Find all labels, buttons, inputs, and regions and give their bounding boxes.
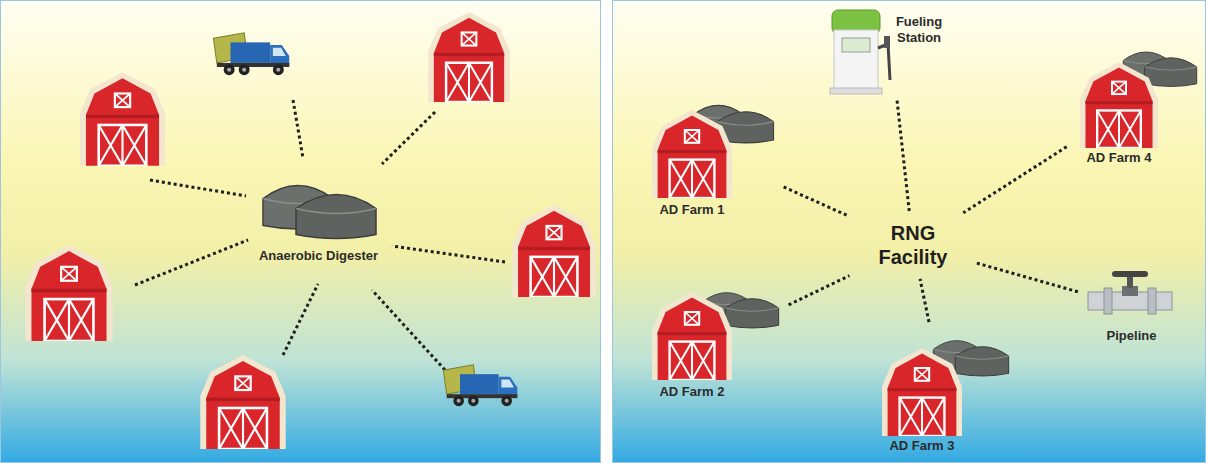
barn [512,205,596,297]
barn [200,355,285,449]
node-label: AD Farm 3 [874,438,970,454]
left-dotted-lines [135,100,505,370]
facility-node: RNG Facility [853,215,973,275]
dotted-connector [977,263,1079,292]
node-label: Anaerobic Digester [252,248,385,264]
pipeline-valve [1088,271,1172,314]
barn [652,110,732,198]
barn [882,348,962,436]
barn [652,292,732,380]
fuel-pump [830,10,890,94]
farm-node: AD Farm 3 [872,326,1015,458]
node-label: RNG Facility [861,221,965,269]
dotted-connector [920,279,929,322]
barn [428,12,510,102]
farm-node: AD Farm 2 [642,278,785,404]
digester-tanks [263,186,376,239]
garbage-truck [213,33,289,75]
dotted-connector [784,187,850,216]
farm-node: AD Farm 4 [1070,36,1200,170]
right-panel [613,1,1206,463]
node-label: AD Farm 1 [644,202,740,218]
garbage-truck [443,365,517,406]
dotted-connector [897,100,909,211]
node-label: AD Farm 4 [1071,150,1167,166]
barn [25,245,112,341]
node-label: AD Farm 2 [644,384,740,400]
node-label: Pipeline [1085,328,1178,344]
barn [1080,62,1158,148]
node-label: Fueling Station [884,14,954,45]
digester-node: Anaerobic Digester [252,164,385,268]
pipeline-node: Pipeline [1083,262,1180,352]
fueling-node: Fueling Station [828,4,955,96]
barn [80,72,165,166]
dotted-connector [789,276,850,305]
farm-node: AD Farm 1 [645,88,780,222]
left-panel [1,1,601,463]
dotted-connector [963,147,1066,213]
